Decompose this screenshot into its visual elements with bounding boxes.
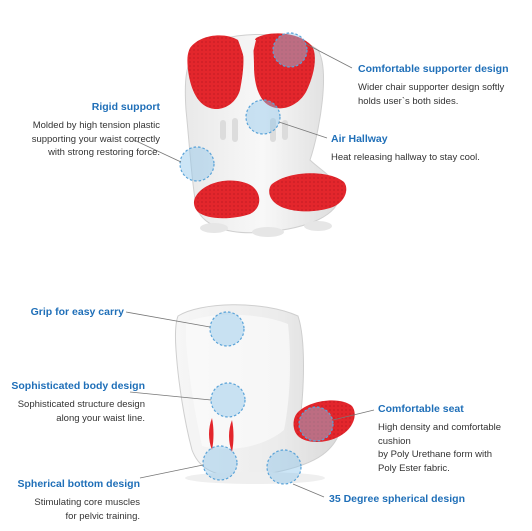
line-comfortable-supporter [305, 43, 353, 69]
bubble-comfortable-seat [298, 406, 334, 442]
callout-sophisticated-body: Sophisticated body design Sophisticated … [0, 380, 145, 425]
callout-desc-line: Poly Ester fabric. [378, 462, 450, 474]
bubble-air-hallway [245, 99, 281, 135]
callout-title: Sophisticated body design [11, 380, 145, 392]
top-chair-seat-right [269, 173, 347, 212]
top-chair-back-cushion-left [187, 35, 244, 110]
top-chair-seat-left [193, 180, 260, 219]
callout-desc-line: for pelvic training. [65, 510, 140, 522]
callout-desc-line: with strong restoring force. [48, 147, 160, 158]
callout-desc-line: Molded by high tension plastic [32, 120, 160, 131]
callout-desc-line: supporting your waist correctly [31, 133, 160, 145]
callout-title: Spherical bottom design [17, 478, 140, 490]
line-air-hallway [278, 121, 328, 139]
line-grip [125, 311, 211, 328]
bubble-degree-spherical [266, 449, 302, 485]
callout-grip: Grip for easy carry [0, 306, 124, 324]
callout-spherical-bottom: Spherical bottom design Stimulating core… [0, 478, 140, 523]
bubble-spherical-bottom [202, 445, 238, 481]
callout-rigid-support: Rigid support Molded by high tension pla… [0, 101, 160, 160]
callout-degree-spherical: 35 Degree spherical design [329, 493, 509, 511]
callout-desc-line: High density and comfortable cushion [378, 422, 502, 447]
callout-title: Grip for easy carry [30, 306, 124, 318]
callout-desc-line: Heat releasing hallway to stay cool. [331, 152, 480, 163]
callout-title: Comfortable supporter design [358, 63, 509, 75]
bottom-chair-seat [293, 400, 355, 442]
bubble-comfortable-supporter [272, 32, 308, 68]
callout-desc-line: along your waist line. [56, 412, 145, 424]
top-chair-back-cushion-right [253, 33, 315, 109]
bottom-chair [174, 304, 355, 484]
callout-desc-line: by Poly Urethane form with [378, 449, 493, 460]
callout-title: Comfortable seat [378, 403, 464, 415]
callout-air-hallway: Air Hallway Heat releasing hallway to st… [331, 133, 511, 165]
callout-desc-line: Stimulating core muscles [34, 497, 140, 508]
line-rigid-support [133, 139, 182, 163]
callout-title: Air Hallway [331, 133, 388, 145]
callout-desc-line: holds user`s both sides. [358, 95, 459, 107]
bubble-rigid-support [179, 146, 215, 182]
bubble-sophisticated-body [210, 382, 246, 418]
line-comfortable-seat [332, 409, 375, 421]
line-spherical-bottom [139, 464, 204, 479]
line-sophisticated-body [129, 391, 212, 401]
callout-comfortable-supporter: Comfortable supporter design Wider chair… [358, 63, 528, 108]
top-chair [184, 33, 347, 237]
callout-desc-line: Wider chair supporter design softly [358, 82, 505, 93]
bubble-grip [209, 311, 245, 347]
callout-comfortable-seat: Comfortable seat High density and comfor… [378, 403, 530, 475]
line-degree-spherical [292, 483, 325, 498]
callout-desc-line: Sophisticated structure design [17, 399, 145, 410]
callout-title: 35 Degree spherical design [329, 493, 465, 505]
callout-title: Rigid support [91, 101, 160, 113]
